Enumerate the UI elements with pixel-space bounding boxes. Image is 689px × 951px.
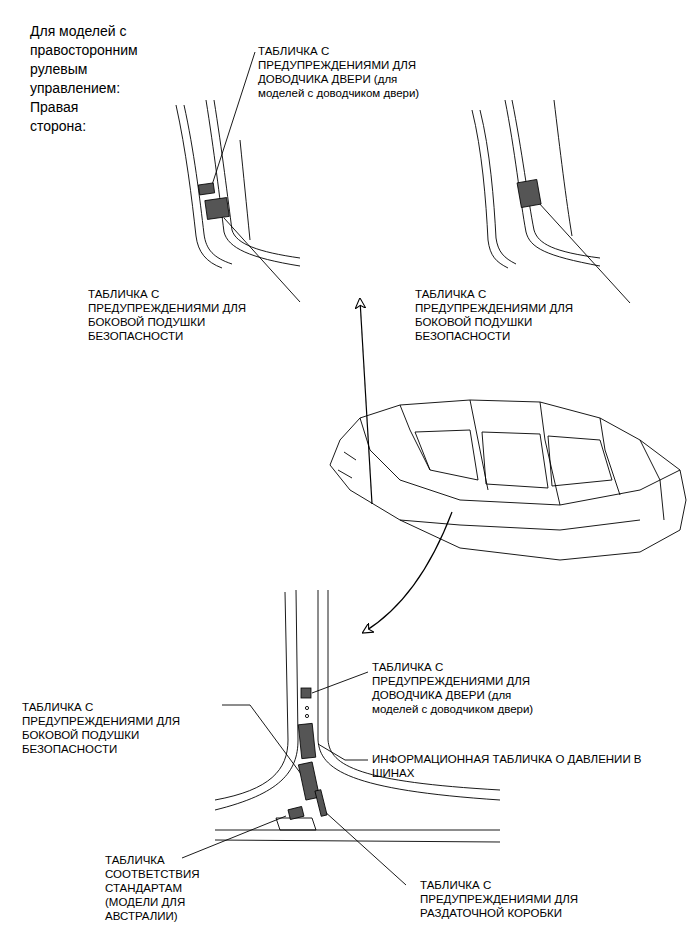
part-label: ТАБЛИЧКА С ПРЕДУПРЕЖДЕНИЯМИ ДЛЯ БОКОВОЙ … — [88, 287, 278, 343]
part-label: ТАБЛИЧКА С ПРЕДУПРЕЖДЕНИЯМИ ДЛЯ БОКОВОЙ … — [22, 700, 212, 756]
part-label: ТАБЛИЧКА С ПРЕДУПРЕЖДЕНИЯМИ ДЛЯ ДОВОДЧИК… — [372, 660, 557, 716]
heading-note: Для моделей с правосторонним рулевым упр… — [30, 22, 165, 98]
part-label: ТАБЛИЧКА С ПРЕДУПРЕЖДЕНИЯМИ ДЛЯ РАЗДАТОЧ… — [420, 878, 610, 920]
part-label: ТАБЛИЧКА С ПРЕДУПРЕЖДЕНИЯМИ ДЛЯ БОКОВОЙ … — [415, 287, 605, 343]
part-label: ТАБЛИЧКА СООТВЕТСТВИЯ СТАНДАРТАМ (МОДЕЛИ… — [105, 853, 220, 923]
side-note: Правая сторона: — [30, 98, 110, 136]
part-label: ИНФОРМАЦИОННАЯ ТАБЛИЧКА О ДАВЛЕНИИ В ШИН… — [372, 752, 652, 780]
part-label: ТАБЛИЧКА С ПРЕДУПРЕЖДЕНИЯМИ ДЛЯ ДОВОДЧИК… — [258, 44, 443, 100]
